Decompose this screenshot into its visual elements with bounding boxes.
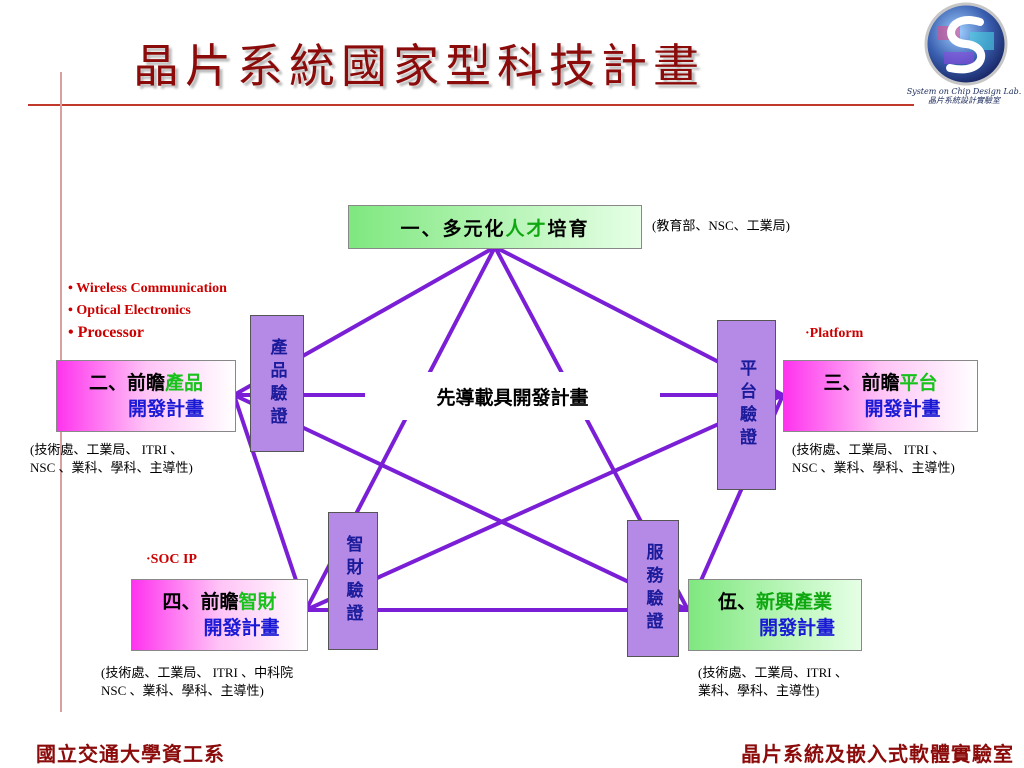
node5-note-line2: 業科、學科、主導性) xyxy=(698,683,820,698)
bullet-optical: • Optical Electronics xyxy=(68,303,191,318)
node2-note: (技術處、工業局、 ITRI 、 NSC 、業科、學科、主導性) xyxy=(30,441,193,477)
node5-prefix: 伍、 xyxy=(717,591,756,613)
node5-line2: 開發計畫 xyxy=(758,617,835,639)
logo-caption: System on Chip Design Lab. 晶片系統設計實驗室 xyxy=(905,87,1023,105)
edge-3-4 xyxy=(304,393,785,612)
node3-line2: 開發計畫 xyxy=(864,398,941,420)
node2-note-line2: NSC 、業科、學科、主導性) xyxy=(30,460,193,475)
node4-prefix: 四、前瞻 xyxy=(162,591,239,613)
node2-prefix: 二、前瞻 xyxy=(88,372,165,394)
bullet-processor: • Processor xyxy=(68,324,144,341)
bullet-wireless: • Wireless Communication xyxy=(68,281,227,296)
node4-note-line1: (技術處、工業局、 ITRI 、中科院 xyxy=(101,665,294,680)
soc-ip-note: ·SOC IP xyxy=(146,552,197,567)
node1-suffix: 培育 xyxy=(547,217,590,240)
node-talent-cultivation: 一、多元化人才培育 xyxy=(348,205,642,249)
node-ip-development: 四、前瞻智財 開發計畫 xyxy=(131,579,308,651)
node3-note-line1: (技術處、工業局、 ITRI 、 xyxy=(792,442,946,457)
edge-2-5 xyxy=(232,393,690,612)
node4-note-line2: NSC 、業科、學科、主導性) xyxy=(101,683,264,698)
node4-note: (技術處、工業局、 ITRI 、中科院 NSC 、業科、學科、主導性) xyxy=(101,664,293,700)
title-underline xyxy=(28,104,914,106)
verify-product: 產品驗證 xyxy=(250,315,304,452)
verify-ip: 智財驗證 xyxy=(328,512,378,650)
node3-prefix: 三、前瞻 xyxy=(823,372,900,394)
node5-note: (技術處、工業局、ITRI 、 業科、學科、主導性) xyxy=(698,664,848,700)
platform-note: ·Platform xyxy=(805,326,864,341)
node5-highlight: 新興產業 xyxy=(756,591,833,613)
center-label: 先導載具開發計畫 xyxy=(365,372,660,420)
node5-note-line1: (技術處、工業局、ITRI 、 xyxy=(698,665,848,680)
node2-line2: 開發計畫 xyxy=(127,398,204,420)
footer-right: 晶片系統及嵌入式軟體實驗室 xyxy=(741,742,1014,766)
logo-caption-en: System on Chip Design Lab. xyxy=(906,87,1022,96)
node4-line2: 開發計畫 xyxy=(203,617,280,639)
node-product-development: 二、前瞻產品 開發計畫 xyxy=(56,360,236,432)
node2-note-line1: (技術處、工業局、 ITRI 、 xyxy=(30,442,184,457)
node4-highlight: 智財 xyxy=(238,591,277,613)
node3-highlight: 平台 xyxy=(899,372,938,394)
page-title: 晶片系統國家型科技計畫 xyxy=(133,39,705,93)
node-emerging-industry: 伍、新興產業 開發計畫 xyxy=(688,579,862,651)
node3-note: (技術處、工業局、 ITRI 、 NSC 、業科、學科、主導性) xyxy=(792,441,955,477)
logo-icon xyxy=(924,2,1008,86)
logo-caption-zh: 晶片系統設計實驗室 xyxy=(928,96,1000,105)
verify-platform: 平台驗證 xyxy=(717,320,776,490)
node1-note: (教育部、NSC、工業局) xyxy=(652,218,790,233)
node-platform-development: 三、前瞻平台 開發計畫 xyxy=(783,360,978,432)
node1-highlight: 人才 xyxy=(505,217,548,240)
node1-prefix: 一、多元化 xyxy=(400,217,506,240)
node3-note-line2: NSC 、業科、學科、主導性) xyxy=(792,460,955,475)
edge-2-4 xyxy=(232,393,308,612)
node2-highlight: 產品 xyxy=(165,372,204,394)
lab-logo xyxy=(920,2,1012,86)
footer-left: 國立交通大學資工系 xyxy=(36,742,225,766)
verify-service: 服務驗證 xyxy=(627,520,679,657)
